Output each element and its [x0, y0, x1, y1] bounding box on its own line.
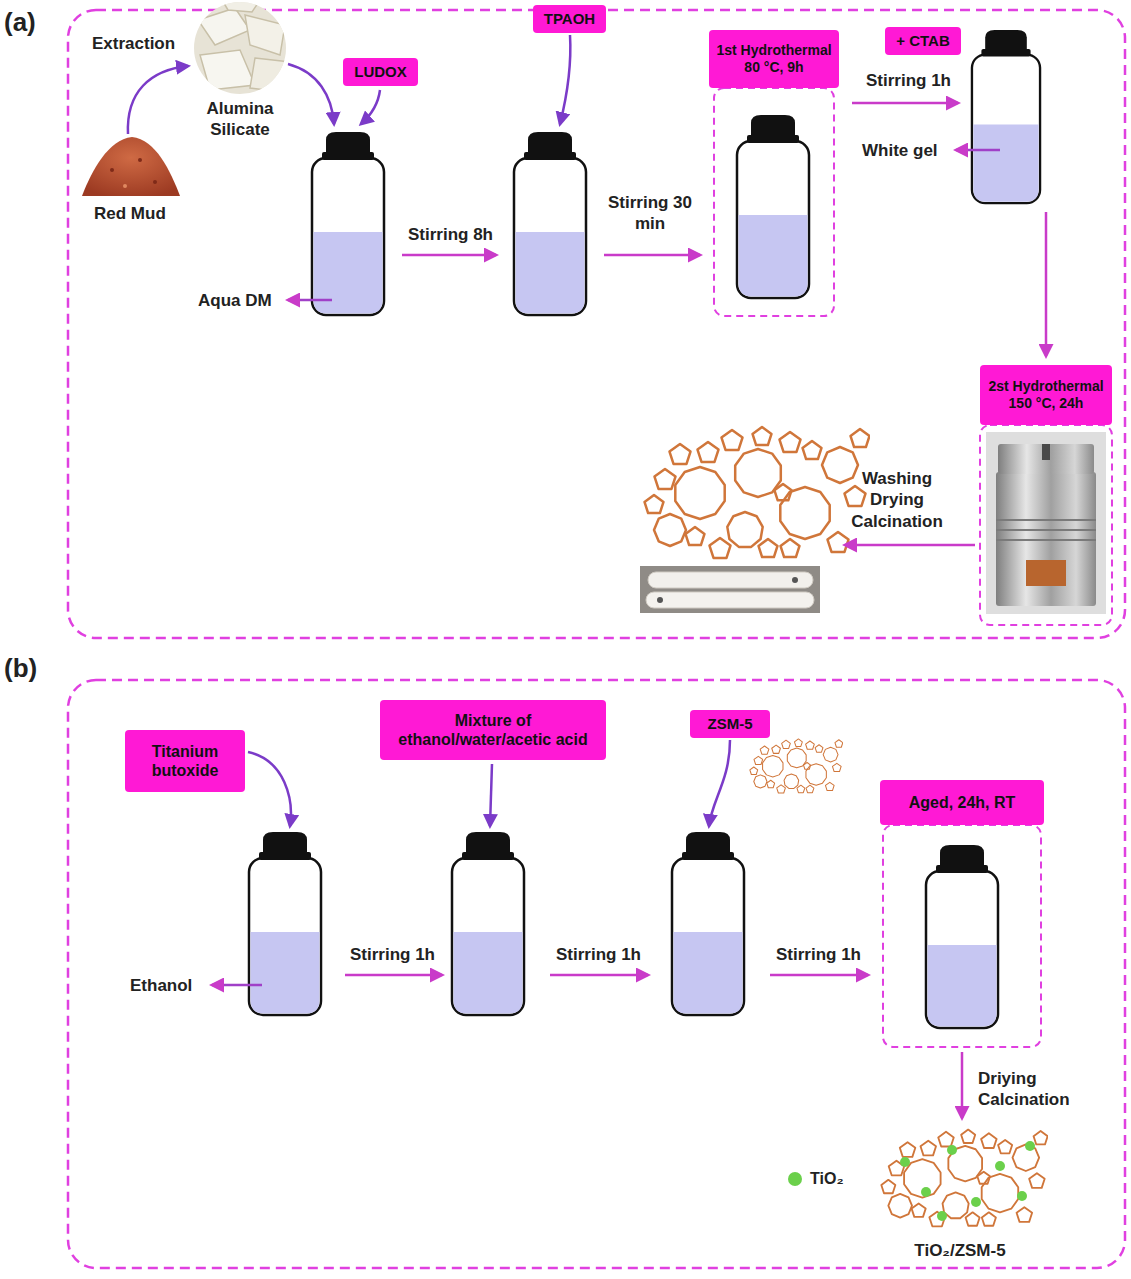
step-box: + CTAB	[885, 27, 961, 55]
zeolite-structure	[750, 739, 843, 793]
tio2-zsm5-composite	[881, 1130, 1047, 1227]
panel-a-frame	[68, 10, 1125, 638]
step-box: ZSM-5	[690, 710, 770, 738]
step-box: LUDOX	[343, 58, 418, 86]
step-label: Red Mud	[94, 203, 166, 224]
bottle	[452, 832, 524, 1015]
zeolite-structure	[645, 427, 870, 558]
step-label: Driying Calcination	[978, 1068, 1082, 1111]
bottle	[737, 115, 809, 298]
bottle	[672, 832, 744, 1015]
step-label: Alumina Silicate	[186, 98, 294, 141]
step-label: Aqua DM	[198, 290, 272, 311]
step-label: Stirring 1h	[866, 70, 951, 91]
step-label: Stirring 1h	[350, 944, 435, 965]
process-arrows	[128, 35, 1046, 545]
panel-label: (b)	[4, 652, 37, 685]
step-label: TiO₂/ZSM-5	[895, 1240, 1025, 1261]
step-label: Stirring 8h	[408, 224, 493, 245]
legend-text: TiO₂	[810, 1170, 843, 1188]
product-photo	[640, 566, 820, 613]
step-text: 1st Hydrothermal 80 °C, 9h	[714, 42, 834, 76]
step-frame	[980, 425, 1112, 625]
step-box: 1st Hydrothermal 80 °C, 9h	[709, 30, 839, 88]
step-label: Stirring 30 min	[604, 192, 696, 235]
step-label: Stirring 1h	[776, 944, 861, 965]
step-text: ZSM-5	[695, 715, 765, 733]
red-mud-image	[82, 137, 180, 196]
step-text: Titanium butoxide	[130, 742, 240, 780]
bottle	[514, 132, 586, 315]
step-text: Aged, 24h, RT	[885, 793, 1039, 812]
legend-row: TiO₂	[788, 1170, 843, 1188]
step-text: Mixture of ethanol/water/acetic acid	[385, 711, 601, 749]
step-text: LUDOX	[348, 63, 413, 81]
step-text: TPAOH	[538, 10, 601, 28]
autoclave-image	[986, 432, 1106, 614]
bottle	[312, 132, 384, 315]
process-arrows	[212, 740, 962, 1118]
step-box: Titanium butoxide	[125, 730, 245, 792]
step-label: Washing Drying Calcination	[840, 468, 954, 532]
panel-label: (a)	[4, 6, 36, 39]
bottle	[972, 30, 1040, 203]
panel-b-frame	[68, 680, 1125, 1268]
legend-swatch	[788, 1172, 802, 1186]
step-label: Extraction	[92, 33, 175, 54]
step-label: White gel	[862, 140, 938, 161]
step-box: 2st Hydrothermal 150 °C, 24h	[980, 365, 1112, 425]
step-label: Stirring 1h	[556, 944, 641, 965]
step-box: TPAOH	[533, 5, 606, 33]
step-box: Aged, 24h, RT	[880, 780, 1044, 825]
step-text: + CTAB	[890, 32, 956, 50]
step-label: Ethanol	[130, 975, 192, 996]
bottle	[249, 832, 321, 1015]
bottle	[926, 845, 998, 1028]
step-frame	[714, 88, 834, 316]
step-text: 2st Hydrothermal 150 °C, 24h	[985, 378, 1107, 412]
alumina-silicate-image	[194, 0, 290, 94]
step-box: Mixture of ethanol/water/acetic acid	[380, 700, 606, 760]
step-frame	[883, 825, 1041, 1047]
